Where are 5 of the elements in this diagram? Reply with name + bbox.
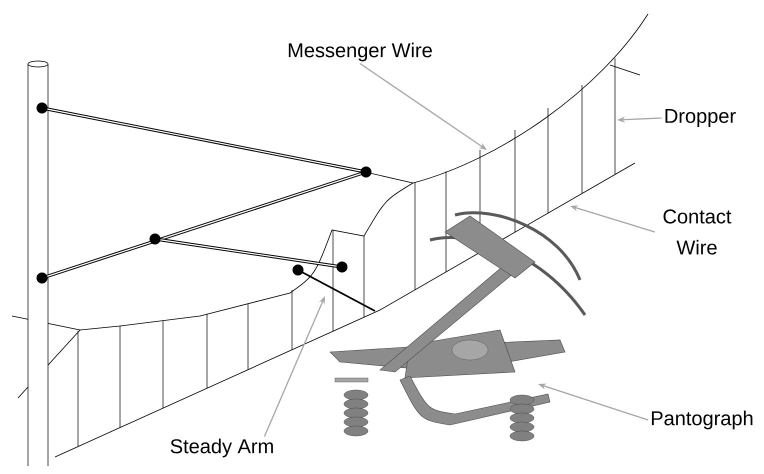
part-label: Pantograph [652, 410, 752, 430]
part-label: Contact Wire [664, 209, 732, 255]
part-label: Messenger Wire [288, 42, 432, 62]
part-label: Steady Arm [170, 438, 273, 458]
part-label: Dropper [666, 109, 736, 127]
